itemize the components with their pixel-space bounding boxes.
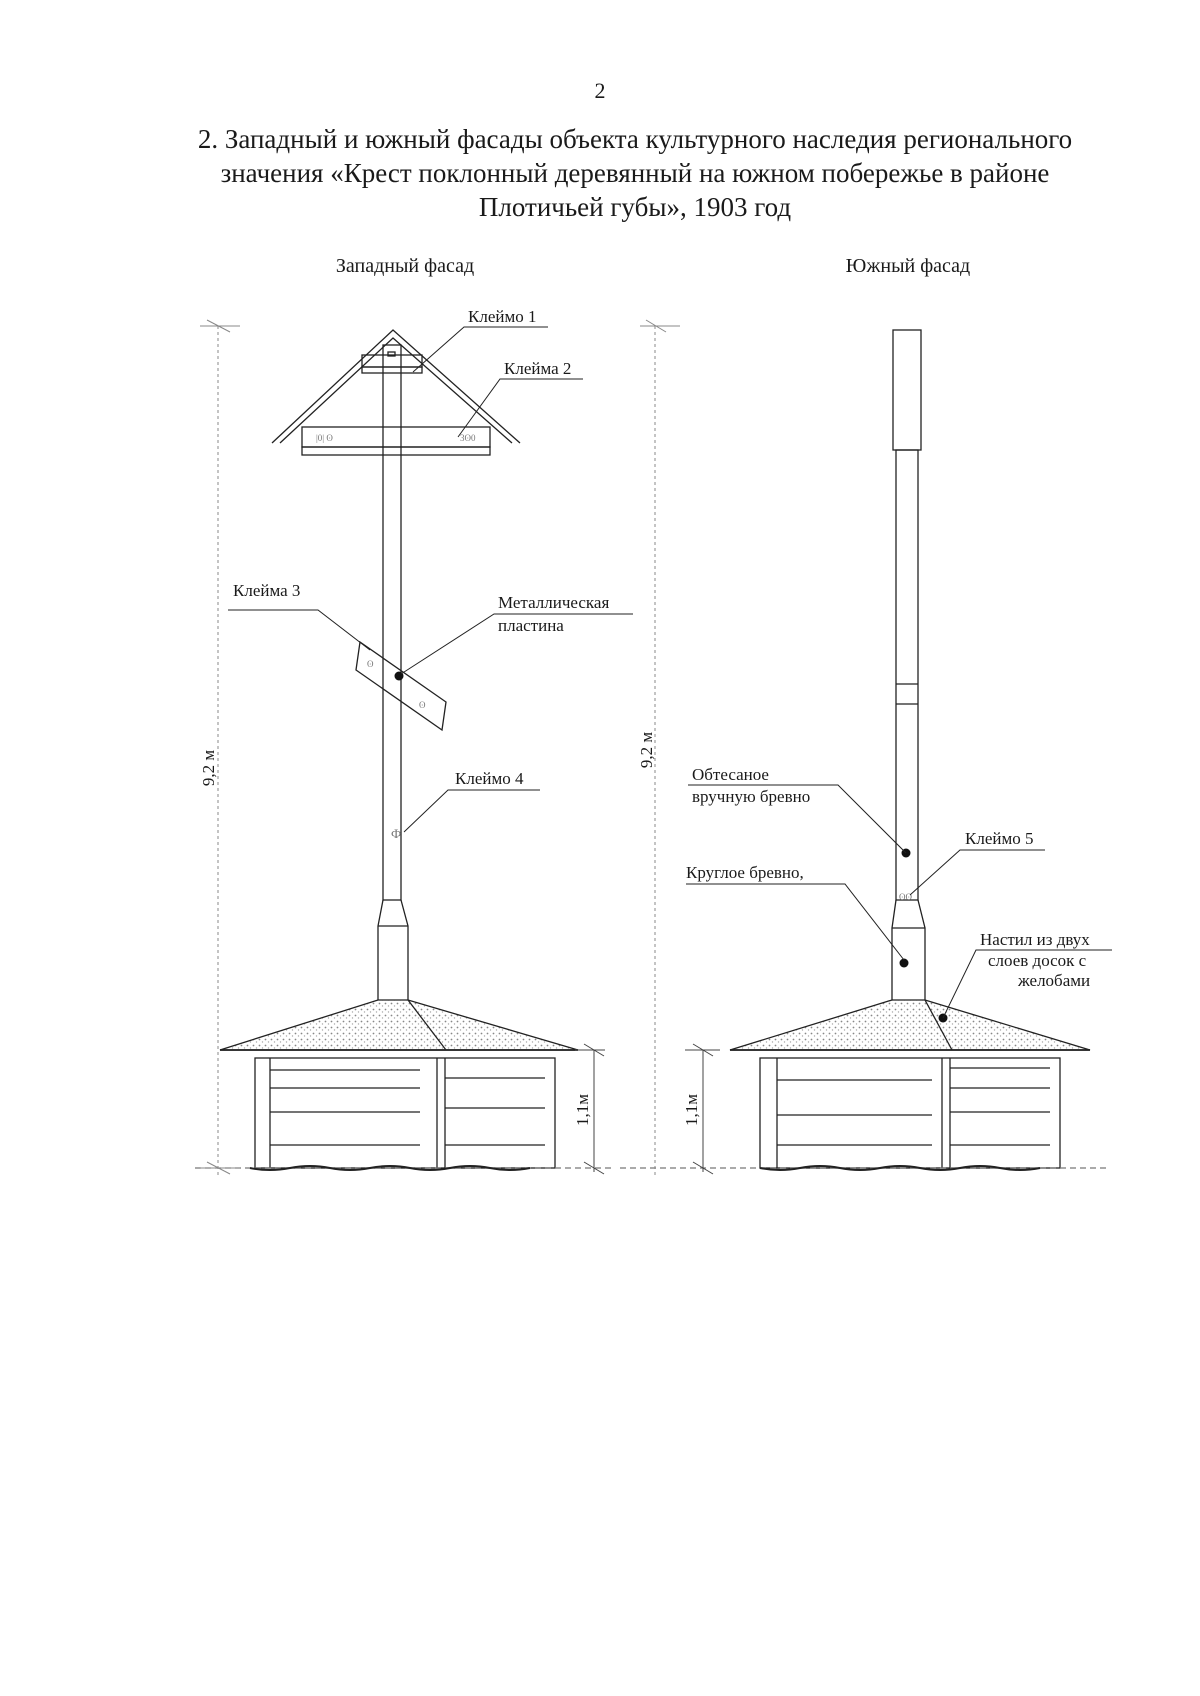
- svg-text:Ф: Ф: [391, 826, 401, 841]
- south-post: [895, 449, 919, 901]
- label-klejmo-5: Клеймо 5: [965, 829, 1033, 848]
- west-log-base: [254, 1057, 556, 1169]
- title-line-2: значения «Крест поклонный деревянный на …: [220, 158, 1050, 188]
- label-metal-plate-1: Металлическая: [498, 593, 609, 612]
- west-post: [382, 344, 402, 901]
- label-deck-3: желобами: [1017, 971, 1090, 990]
- west-base-height-label: 1,1м: [573, 1094, 592, 1126]
- label-deck-1: Настил из двух: [980, 930, 1090, 949]
- svg-text:ʘ: ʘ: [367, 659, 374, 669]
- south-post-top: [892, 329, 922, 451]
- west-height-label: 9,2 м: [199, 750, 218, 787]
- svg-text:ʘʘ: ʘʘ: [899, 892, 912, 902]
- south-facade-heading: Южный фасад: [846, 255, 970, 277]
- document-title: 2. Западный и южный фасады объекта культ…: [130, 122, 1140, 224]
- title-line-3: Плотичьей губы», 1903 год: [478, 192, 792, 222]
- west-cross-roof: [271, 329, 521, 444]
- west-upper-bar: [361, 354, 423, 368]
- south-height-label: 9,2 м: [637, 732, 656, 769]
- label-obtes-2: вручную бревно: [692, 787, 810, 806]
- svg-text:|0| ʘ: |0| ʘ: [316, 433, 333, 443]
- south-round-log-marker: [899, 958, 909, 968]
- label-klejma-2: Клейма 2: [504, 359, 571, 378]
- west-height-dimension: [200, 319, 240, 1175]
- west-slanted-footbar: [355, 640, 447, 732]
- label-klejma-3: Клейма 3: [233, 581, 300, 600]
- label-klejmo-4: Клеймо 4: [455, 769, 524, 788]
- label-klejmo-1: Клеймо 1: [468, 307, 536, 326]
- title-line-1: 2. Западный и южный фасады объекта культ…: [197, 124, 1073, 154]
- west-base-roof: [219, 999, 579, 1051]
- west-facade-heading: Западный фасад: [336, 255, 474, 277]
- south-height-dimension: [640, 319, 680, 1175]
- svg-text:3ʘ0: 3ʘ0: [460, 433, 476, 443]
- south-base-dimension: [685, 1043, 720, 1175]
- west-facade: Западный фасад |0| ʘ 3ʘ0 ʘ ʘ Ф: [195, 255, 633, 1175]
- label-round-log: Круглое бревно,: [686, 863, 804, 882]
- label-metal-plate-2: пластина: [498, 616, 564, 635]
- label-deck-2: слоев досок с: [988, 951, 1087, 970]
- south-log-base: [759, 1057, 1061, 1169]
- west-base-dimension: [575, 1043, 605, 1175]
- label-obtes-1: Обтесаное: [692, 765, 769, 784]
- svg-text:ʘ: ʘ: [419, 700, 426, 710]
- page-number: 2: [594, 78, 606, 103]
- south-base-roof: [729, 999, 1091, 1051]
- south-facade: Южный фасад ʘʘ: [620, 255, 1112, 1175]
- south-base-height-label: 1,1м: [682, 1094, 701, 1126]
